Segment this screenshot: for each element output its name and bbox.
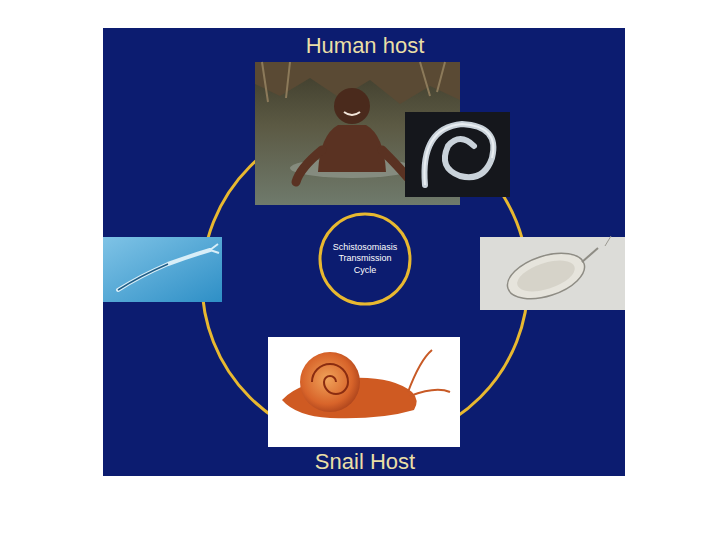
snail-photo	[268, 337, 460, 447]
egg-photo	[480, 236, 625, 310]
host-label: Human host	[306, 34, 425, 58]
host-label: Snail Host	[315, 450, 415, 474]
background-panel	[103, 28, 625, 476]
node-text: Schistosomiasis Transmission Cycle	[330, 242, 400, 276]
circle-outline	[320, 214, 410, 304]
cycle-center-circle: Schistosomiasis Transmission Cycle	[318, 212, 412, 306]
cercaria-photo	[103, 237, 222, 302]
worm-photo	[405, 112, 510, 197]
